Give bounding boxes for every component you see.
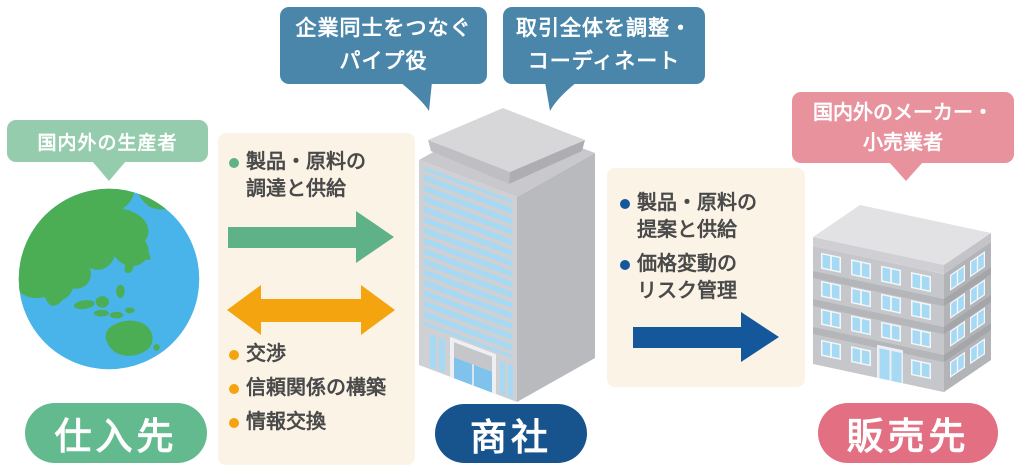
navy-right-arrow-icon <box>633 312 779 362</box>
callout-coordinate-tail-icon <box>545 82 577 111</box>
info-exchange-item: 情報交換 <box>229 409 326 436</box>
risk-management-text: 価格変動の リスク管理 <box>637 253 737 302</box>
tag-makers-line1: 国内外のメーカー・ <box>813 101 993 124</box>
tag-makers-tail-icon <box>889 162 923 181</box>
callout-coordinate-line1: 取引全体を調整・ <box>516 16 692 40</box>
trust-building-text: 信頼関係の構築 <box>246 377 386 399</box>
risk-management-bullet: 価格変動の リスク管理 <box>620 251 737 305</box>
supplier-pill: 仕入先 <box>25 403 207 463</box>
tag-producers-tail-icon <box>92 161 126 181</box>
proposal-text: 製品・原料の 提案と供給 <box>637 192 757 241</box>
office-building-illustration <box>813 205 991 393</box>
tag-producers: 国内外の生産者 <box>7 120 208 162</box>
proposal-bullet: 製品・原料の 提案と供給 <box>620 190 757 244</box>
earth-globe-illustration <box>18 188 200 370</box>
trading-company-pill: 商社 <box>435 404 587 463</box>
info-exchange-text: 情報交換 <box>246 411 326 433</box>
callout-coordinate-line2: コーディネート <box>527 49 681 73</box>
navy-bullet-icon <box>620 260 630 270</box>
tag-producers-label: 国内外の生産者 <box>37 132 178 154</box>
orange-double-arrow-icon <box>227 285 395 335</box>
orange-bullet-icon <box>229 350 239 360</box>
tag-makers-retailers: 国内外のメーカー・ 小売業者 <box>792 92 1014 163</box>
procurement-bullet: 製品・原料の 調達と供給 <box>229 149 366 203</box>
callout-pipe-role-line2: パイプ役 <box>339 49 428 73</box>
orange-bullet-icon <box>229 384 239 394</box>
callout-pipe-role: 企業同士をつなぐ パイプ役 <box>280 7 487 84</box>
tag-makers-line2: 小売業者 <box>863 131 943 154</box>
orange-bullet-icon <box>229 418 239 428</box>
green-bullet-icon <box>229 158 239 168</box>
sales-flow-panel: 製品・原料の 提案と供給 価格変動の リスク管理 <box>607 168 805 387</box>
trust-building-item: 信頼関係の構築 <box>229 375 386 402</box>
negotiation-text: 交渉 <box>246 343 286 365</box>
seller-label: 販売先 <box>846 416 970 457</box>
supplier-label: 仕入先 <box>54 416 178 457</box>
navy-bullet-icon <box>620 199 630 209</box>
procurement-text: 製品・原料の 調達と供給 <box>246 151 366 200</box>
green-right-arrow-icon <box>228 211 394 263</box>
trading-company-building-illustration <box>419 108 595 403</box>
callout-pipe-role-line1: 企業同士をつなぐ <box>295 16 472 40</box>
trading-company-label: 商社 <box>470 416 552 458</box>
callout-pipe-tail-icon <box>400 82 432 111</box>
supply-flow-panel: 製品・原料の 調達と供給 交渉 信頼関係の構築 情報交換 <box>218 133 415 465</box>
seller-pill: 販売先 <box>818 403 998 463</box>
callout-coordinate: 取引全体を調整・ コーディネート <box>503 7 705 84</box>
negotiation-item: 交渉 <box>229 341 286 368</box>
